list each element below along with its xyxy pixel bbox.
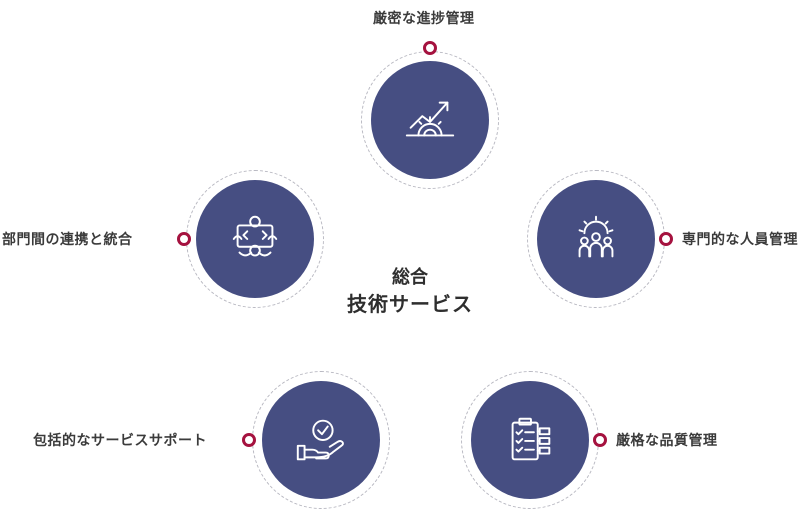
checklist-icon <box>511 417 551 461</box>
node-service-support <box>252 371 390 509</box>
hand-check-icon <box>296 419 344 461</box>
node-marker-dot <box>242 433 256 447</box>
node-disc <box>471 381 589 499</box>
node-label-service-support: 包括的なサービスサポート <box>33 433 207 449</box>
center-title-line2: 技術サービス <box>347 292 473 316</box>
center-title: 総合 技術サービス <box>330 266 490 318</box>
node-marker-dot <box>659 232 673 246</box>
node-label-cross-department: 部門間の連携と統合 <box>2 232 133 248</box>
node-quality-control <box>461 371 599 509</box>
node-disc <box>371 61 489 179</box>
node-progress-management <box>361 51 499 189</box>
node-disc <box>537 180 655 298</box>
node-staff-management <box>527 170 665 308</box>
node-disc <box>262 381 380 499</box>
node-disc <box>196 180 314 298</box>
center-title-line1: 総合 <box>392 267 428 288</box>
node-label-quality: 厳格な品質管理 <box>616 433 718 449</box>
node-cross-department <box>186 170 324 308</box>
node-marker-dot <box>593 433 607 447</box>
team-gear-icon <box>578 215 614 258</box>
node-marker-dot <box>423 41 437 55</box>
node-marker-dot <box>177 232 191 246</box>
node-label-staff: 専門的な人員管理 <box>682 232 798 248</box>
node-label-progress: 厳密な進捗管理 <box>373 11 475 27</box>
puzzle-hands-icon <box>232 215 278 257</box>
growth-gear-icon <box>405 101 455 137</box>
